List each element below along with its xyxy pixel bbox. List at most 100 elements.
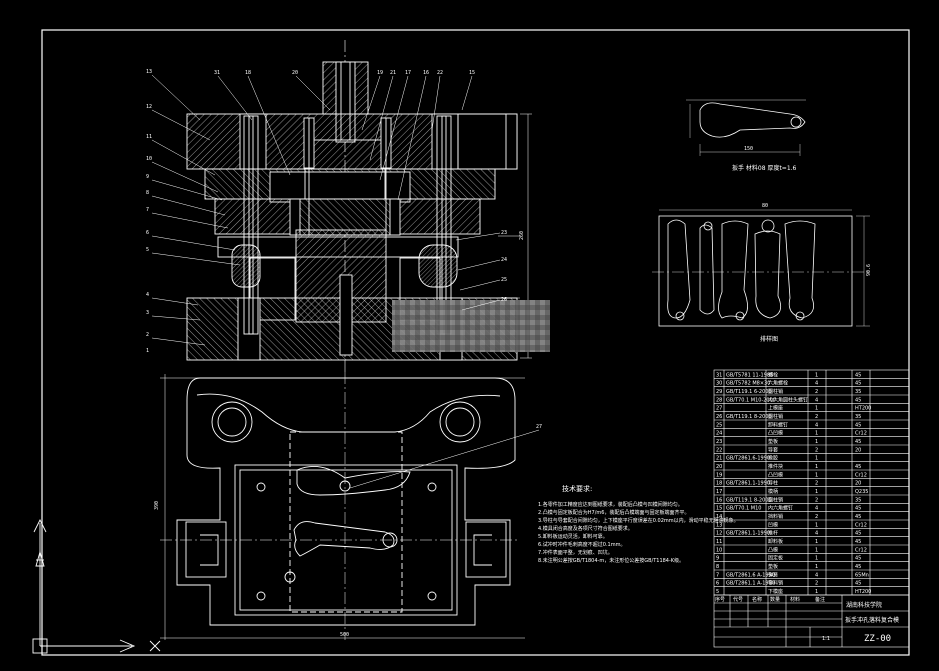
bom-cell-no: 27 bbox=[716, 406, 722, 412]
bom-cell-material: Q235 bbox=[855, 489, 868, 495]
tech-item-3: 3.导柱与导套配合间隙均匀，上下模座平行度误差在0.02mm以内，滑动平稳无阻滞… bbox=[538, 517, 739, 524]
bom-cell-qty: 4 bbox=[815, 506, 818, 512]
bom-cell-material: 45 bbox=[855, 581, 861, 587]
bom-cell-material: 20 bbox=[855, 481, 861, 487]
bom-cell-material: 45 bbox=[855, 506, 861, 512]
title-drawing-no: ZZ-00 bbox=[864, 634, 891, 644]
bom-cell-qty: 1 bbox=[815, 431, 818, 437]
callout-right-2: 25 bbox=[501, 277, 507, 283]
bom-cell-no: 25 bbox=[716, 422, 722, 428]
bom-cell-no: 22 bbox=[716, 447, 722, 453]
callout-left-6: 7 bbox=[146, 207, 149, 213]
part-caption: 扳手 材料08 厚度t=1.6 bbox=[732, 164, 797, 172]
bom-cell-code: GB/T119.1 6-2000 bbox=[726, 389, 772, 395]
bom-cell-name: 上模座 bbox=[768, 405, 783, 412]
bom-cell-qty: 1 bbox=[815, 589, 818, 595]
callout-top-1: 18 bbox=[245, 70, 251, 76]
bom-cell-name: 导料销 bbox=[768, 580, 783, 587]
callout-top-3: 19 bbox=[377, 70, 383, 76]
callout-top-0: 31 bbox=[214, 70, 220, 76]
bom-cell-qty: 2 bbox=[815, 497, 818, 503]
bom-cell-qty: 2 bbox=[815, 389, 818, 395]
strip-height-dim: 90.6 bbox=[866, 264, 872, 276]
bom-cell-no: 30 bbox=[716, 381, 722, 387]
bom-cell-material: 45 bbox=[855, 564, 861, 570]
ucs-icon bbox=[32, 518, 161, 654]
bom-cell-name: 卸料板 bbox=[768, 538, 783, 545]
bom-cell-qty: 1 bbox=[815, 456, 818, 462]
callout-right-0: 23 bbox=[501, 230, 507, 236]
bom-cell-no: 7 bbox=[716, 572, 719, 578]
callout-left-4: 9 bbox=[146, 174, 149, 180]
bom-cell-name: 螺栓 bbox=[768, 371, 778, 378]
bom-cell-no: 20 bbox=[716, 464, 722, 470]
bom-cell-material: Cr12 bbox=[855, 522, 867, 528]
bom-cell-code: GB/T2861.1-1990 bbox=[726, 531, 770, 537]
bom-cell-qty: 1 bbox=[815, 406, 818, 412]
bom-header-material: 材料 bbox=[790, 596, 800, 603]
bom-cell-no: 8 bbox=[716, 564, 719, 570]
bom-cell-qty: 1 bbox=[815, 472, 818, 478]
bom-cell-qty: 1 bbox=[815, 547, 818, 553]
callout-top-2: 20 bbox=[292, 70, 298, 76]
bom-cell-qty: 2 bbox=[815, 481, 818, 487]
callout-left-9: 4 bbox=[146, 292, 149, 298]
bom-cell-material: 45 bbox=[855, 422, 861, 428]
bom-cell-no: 24 bbox=[716, 431, 722, 437]
callout-left-10: 3 bbox=[146, 310, 149, 316]
callout-top-7: 22 bbox=[437, 70, 443, 76]
bom-cell-name: 凸凹模 bbox=[768, 471, 783, 478]
bom-cell-no: 29 bbox=[716, 389, 722, 395]
bom-cell-code: GB/T5781 11-1986 bbox=[726, 372, 773, 378]
drawing-frame bbox=[41, 29, 910, 656]
bom-cell-code: GB/T119.1 8-2000 bbox=[726, 414, 772, 420]
bom-cell-name: 推件块 bbox=[768, 463, 783, 470]
bom-cell-qty: 4 bbox=[815, 531, 818, 537]
bom-header-code: 代号 bbox=[733, 596, 743, 603]
plan-height-dim: 390 bbox=[154, 501, 160, 510]
bom-cell-name: 橡胶 bbox=[768, 455, 778, 462]
bom-cell-no: 10 bbox=[716, 547, 722, 553]
callout-left-12: 1 bbox=[146, 348, 149, 354]
bom-cell-qty: 1 bbox=[815, 464, 818, 470]
bom-cell-qty: 2 bbox=[815, 514, 818, 520]
bom-cell-material: Cr12 bbox=[855, 547, 867, 553]
bom-cell-name: 凸凹模 bbox=[768, 430, 783, 437]
bom-cell-material: 65Mn bbox=[855, 572, 869, 578]
bom-cell-code: GB/T2861.6-1990 bbox=[726, 456, 770, 462]
bom-cell-qty: 1 bbox=[815, 564, 818, 570]
bom-cell-material: 35 bbox=[855, 414, 861, 420]
bom-cell-name: 圆柱销 bbox=[768, 496, 783, 503]
bom-cell-code: GB/T119.1 8-2000 bbox=[726, 497, 772, 503]
callouts bbox=[151, 74, 540, 489]
bom-cell-material: HT200 bbox=[855, 406, 871, 412]
strip-layout bbox=[652, 209, 870, 327]
callout-top-4: 21 bbox=[390, 70, 396, 76]
bom-cell-material: 35 bbox=[855, 497, 861, 503]
bom-cell-qty: 4 bbox=[815, 422, 818, 428]
bom-cell-name: 导套 bbox=[768, 446, 778, 453]
blurred-watermark bbox=[392, 300, 550, 352]
bom-cell-no: 11 bbox=[716, 539, 722, 545]
bom-cell-name: 凸模 bbox=[768, 546, 778, 553]
bom-cell-code: GB/T2861.1 A-1990 bbox=[726, 581, 775, 587]
callout-top-8: 15 bbox=[469, 70, 475, 76]
bom-cell-code: GB/T2861.6 A-1990 bbox=[726, 572, 775, 578]
bom-cell-no: 14 bbox=[716, 514, 722, 520]
bom-cell-name: 固定板 bbox=[768, 555, 783, 562]
bom-cell-material: 45 bbox=[855, 397, 861, 403]
bom-cell-no: 12 bbox=[716, 531, 722, 537]
height-dim: 260 bbox=[519, 231, 525, 240]
bom-cell-no: 26 bbox=[716, 414, 722, 420]
bom-cell-name: 垫板 bbox=[768, 438, 778, 445]
bom-cell-no: 23 bbox=[716, 439, 722, 445]
tech-item-6: 6.试冲时冲件毛刺高度不超过0.1mm。 bbox=[538, 541, 625, 548]
bom-cell-qty: 1 bbox=[815, 556, 818, 562]
callout-left-7: 6 bbox=[146, 230, 149, 236]
tech-item-5: 5.卸料板运动灵活，卸料可靠。 bbox=[538, 533, 608, 540]
bom-cell-no: 17 bbox=[716, 489, 722, 495]
bom-cell-no: 16 bbox=[716, 497, 722, 503]
callout-top-5: 17 bbox=[405, 70, 411, 76]
part-view bbox=[686, 99, 806, 156]
